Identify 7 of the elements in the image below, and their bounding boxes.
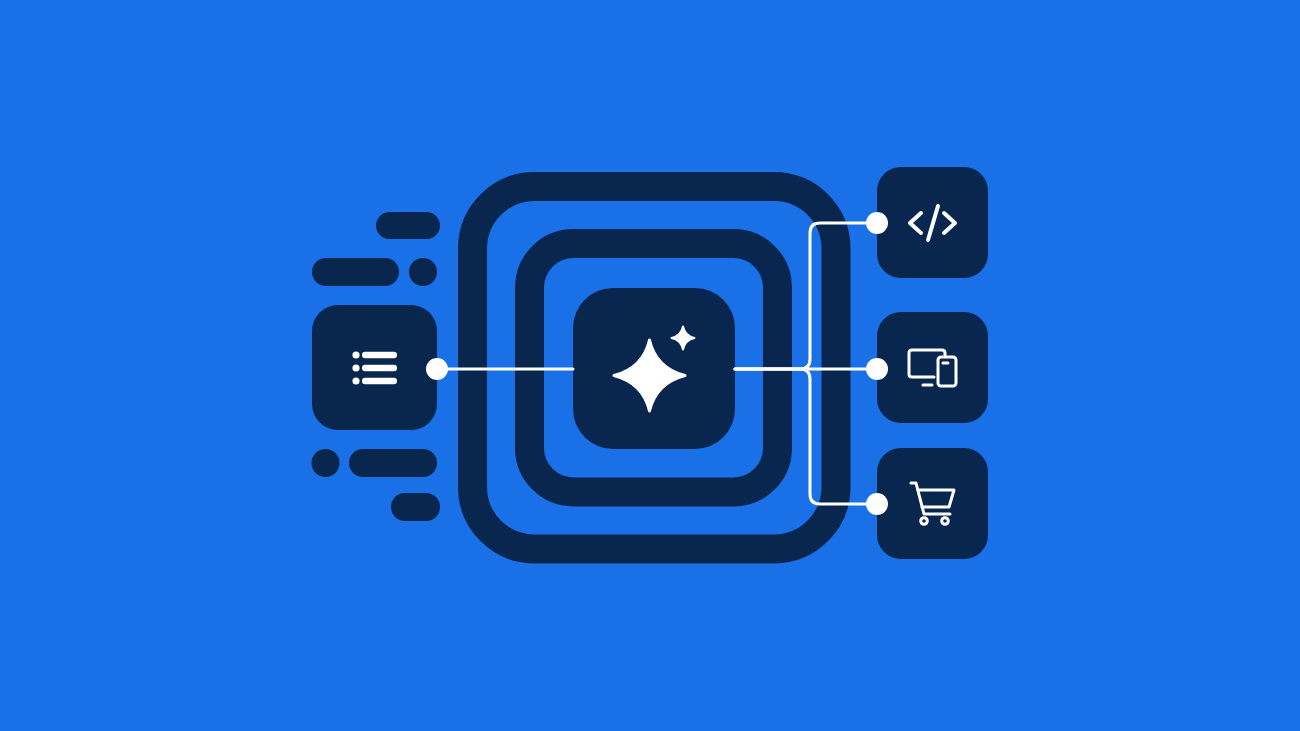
connector-line [733, 367, 888, 515]
icon-tile [877, 448, 988, 559]
icon-tile [877, 312, 988, 423]
connector-line [426, 358, 575, 380]
icon-tile [312, 305, 437, 430]
icon-tile [573, 288, 735, 449]
icon-tile [877, 167, 988, 278]
